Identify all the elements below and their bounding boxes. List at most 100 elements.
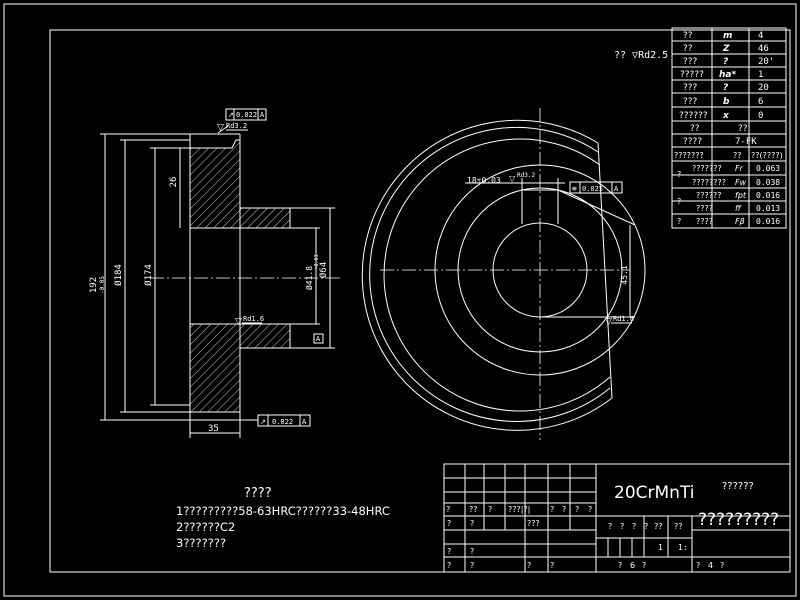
tb-r3r-0: 1 bbox=[658, 543, 663, 552]
tol-name-0: ??????? bbox=[692, 164, 722, 173]
tb-r4-0: ? bbox=[447, 561, 451, 570]
roughness-hub-symbol: ▽ bbox=[235, 317, 242, 327]
tol-val-4: 0.016 bbox=[756, 217, 780, 226]
svg-text:↗: ↗ bbox=[228, 111, 234, 119]
dim-35: 35 bbox=[208, 424, 219, 434]
svg-text:↗: ↗ bbox=[260, 418, 266, 426]
precision-label: ?? bbox=[690, 124, 700, 134]
runout-top-datum: A bbox=[260, 111, 265, 119]
tb-r2r-2: ? bbox=[632, 522, 636, 531]
tolerance-head-2: ?? bbox=[733, 151, 742, 160]
dim-keydepth: 45.1 bbox=[620, 265, 629, 284]
tolerance-head-3: ??(????) bbox=[751, 151, 783, 160]
tolerance-head-1: ??????? bbox=[674, 151, 704, 160]
param-val-0: 4 bbox=[758, 31, 763, 41]
precision-label-2: ???? bbox=[683, 137, 702, 147]
tol-group-4: ? bbox=[677, 217, 681, 226]
tb-r4r-0: ? bbox=[618, 561, 622, 570]
symmetry-frame: ≡ 0.025 A bbox=[569, 181, 623, 194]
runout-frame-top: ↗ 0.022 A bbox=[225, 108, 267, 121]
param-name-1: ?? bbox=[683, 44, 693, 54]
dim-keyway: 18±0.03 bbox=[467, 176, 501, 185]
tb-r4-1: ? bbox=[470, 561, 474, 570]
param-name-2: ??? bbox=[683, 57, 698, 67]
tb-r2r-4: ?? bbox=[654, 522, 663, 531]
param-sym-4: ? bbox=[723, 83, 728, 93]
tol-val-1: 0.038 bbox=[756, 178, 780, 187]
dim-64: Ø64 bbox=[318, 262, 329, 278]
tb-r2r-0: ? bbox=[608, 522, 612, 531]
param-sym-2: ? bbox=[723, 57, 728, 67]
roughness-top: Rd3.2 bbox=[226, 122, 247, 130]
title-block bbox=[443, 463, 791, 573]
tb-r3r-1: 1: bbox=[678, 543, 688, 552]
tb-r2-0: ? bbox=[447, 519, 451, 528]
tb-r4f-2: ? bbox=[720, 561, 724, 570]
notes-heading: ???? bbox=[244, 486, 272, 501]
param-name-0: ?? bbox=[683, 31, 693, 41]
dim-bore: Ø41.8 bbox=[304, 266, 314, 290]
tb-r4f-1: 4 bbox=[708, 561, 713, 570]
roughness-top-symbol: ▽ bbox=[217, 123, 224, 133]
tb-r1-0: ? bbox=[446, 505, 450, 514]
datum-label: A bbox=[316, 335, 321, 343]
tb-r3-0: ? bbox=[447, 547, 451, 556]
param-sym-6: x bbox=[722, 111, 730, 121]
tol-val-3: 0.013 bbox=[756, 204, 780, 213]
tol-group-2: ? bbox=[677, 197, 681, 206]
param-val-4: 20 bbox=[758, 83, 769, 93]
tb-r4-3: ? bbox=[550, 561, 554, 570]
runout-bottom-value: 0.022 bbox=[272, 418, 293, 426]
tb-r1-4: ? bbox=[550, 505, 554, 514]
dim-174: Ø174 bbox=[143, 264, 154, 286]
drawing-name: ????????? bbox=[698, 510, 779, 530]
tol-name-2: ?????? bbox=[696, 191, 721, 200]
tb-r2-mid: ??? bbox=[527, 519, 540, 528]
precision-value-2: 7-FK bbox=[735, 137, 757, 147]
tb-r2r-1: ? bbox=[620, 522, 624, 531]
tol-group-0: ? bbox=[677, 170, 681, 179]
roughness-bore: Rd1.6 bbox=[613, 315, 634, 323]
tb-r4r-1: 6 bbox=[630, 561, 635, 570]
dim-192: 192 bbox=[89, 277, 99, 293]
param-name-5: ??? bbox=[683, 97, 698, 107]
tb-r1-6: ? bbox=[575, 505, 579, 514]
tb-r1-7: ? bbox=[588, 505, 592, 514]
tol-name-1: ???????? bbox=[692, 178, 726, 187]
notes-line-2: 2??????C2 bbox=[176, 520, 235, 534]
section-view bbox=[100, 125, 340, 438]
tol-sym-4: Fβ bbox=[735, 217, 745, 226]
gear-parameter-table bbox=[671, 27, 787, 229]
param-name-3: ????? bbox=[680, 70, 704, 80]
tb-r2r-5: ?? bbox=[674, 522, 683, 531]
param-sym-3: ha* bbox=[719, 70, 736, 80]
technical-notes: ???? 1?????????58-63HRC??????33-48HRC 2?… bbox=[176, 486, 390, 550]
notes-line-1: 1?????????58-63HRC??????33-48HRC bbox=[176, 504, 390, 518]
runout-top-value: 0.022 bbox=[236, 111, 257, 119]
svg-text:▽: ▽ bbox=[509, 174, 516, 183]
tb-r2r-3: ? bbox=[644, 522, 648, 531]
dim-bore-tolerance: +0.03 bbox=[314, 254, 320, 269]
param-sym-0: m bbox=[723, 31, 732, 41]
symmetry-datum: A bbox=[614, 185, 619, 193]
datum-box bbox=[313, 333, 324, 344]
precision-value: ?? bbox=[738, 124, 748, 134]
notes-line-3: 3??????? bbox=[176, 536, 226, 550]
param-val-6: 0 bbox=[758, 111, 763, 121]
material-label: 20CrMnTi bbox=[614, 483, 695, 503]
tb-r4-2: ? bbox=[527, 561, 531, 570]
tol-sym-2: fpt bbox=[735, 191, 747, 200]
dim-26: 26 bbox=[169, 177, 179, 188]
param-sym-5: b bbox=[723, 97, 730, 107]
dim-192-tolerance: -0.05 bbox=[99, 276, 106, 294]
param-sym-1: Z bbox=[722, 44, 730, 54]
param-val-5: 6 bbox=[758, 97, 763, 107]
tol-sym-0: Fr bbox=[735, 164, 744, 173]
roughness-key: Rd3.2 bbox=[517, 172, 535, 179]
param-val-3: 1 bbox=[758, 70, 763, 80]
param-name-6: ?????? bbox=[679, 111, 708, 121]
tol-sym-1: Fw bbox=[735, 178, 747, 187]
dim-184: Ø184 bbox=[113, 264, 124, 286]
tb-r1-5: ? bbox=[562, 505, 566, 514]
